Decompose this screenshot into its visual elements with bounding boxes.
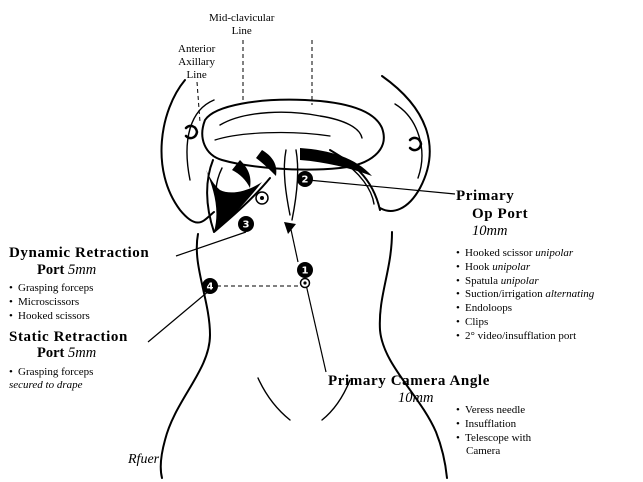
camera-arrow-line — [290, 225, 298, 262]
list-item: Telescope with — [456, 432, 531, 446]
dynamic-callout — [176, 232, 246, 256]
dynamic-retraction-list: Grasping forceps Microscissors Hooked sc… — [9, 282, 93, 323]
camera-arrow-head — [284, 222, 296, 234]
anterior-axillary-label: Anterior Axillary Line — [178, 43, 215, 83]
list-item: Endoloops — [456, 302, 594, 316]
static-retraction-note: secured to drape — [9, 379, 83, 392]
artist-signature: Rfuer — [128, 452, 159, 469]
list-item: Spatula unipolar — [456, 275, 594, 289]
op-port-callout — [308, 180, 455, 194]
primary-op-port-size: 10mm — [472, 223, 507, 240]
primary-camera-continuation: Camera — [466, 445, 500, 458]
dynamic-retraction-title: Dynamic Retraction — [9, 244, 149, 262]
list-item: Clips — [456, 316, 594, 330]
anterior-axillary-line — [197, 82, 200, 122]
mid-clavicular-label: Mid-clavicular Line — [209, 12, 274, 38]
static-callout — [148, 290, 210, 342]
list-item: Suction/irrigation alternating — [456, 288, 594, 302]
primary-camera-list: Veress needle Insufflation Telescope wit… — [456, 404, 531, 445]
left-arm-outline — [161, 80, 214, 223]
list-item: Grasping forceps — [9, 366, 93, 380]
list-item: Hooked scissor unipolar — [456, 247, 594, 261]
port-4-number: 4 — [207, 282, 214, 293]
list-item: Grasping forceps — [9, 282, 93, 296]
dynamic-retraction-port: Port 5mm — [37, 262, 96, 279]
list-item: Microscissors — [9, 296, 93, 310]
chest-opening — [202, 100, 383, 170]
static-retraction-port: Port 5mm — [37, 345, 96, 362]
static-retraction-list: Grasping forceps — [9, 366, 93, 380]
primary-op-port-title: Primary Op Port — [456, 187, 528, 223]
right-torso-outline — [380, 232, 447, 478]
shaded-ribs — [206, 148, 372, 232]
primary-camera-title: Primary Camera Angle — [328, 372, 490, 390]
primary-camera-size: 10mm — [398, 390, 433, 407]
list-item: 2° video/insufflation port — [456, 330, 594, 344]
port-2-number: 2 — [302, 175, 309, 186]
primary-op-port-list: Hooked scissor unipolar Hook unipolar Sp… — [456, 247, 594, 344]
list-item: Hooked scissors — [9, 310, 93, 324]
list-item: Insufflation — [456, 418, 531, 432]
port-3-number: 3 — [243, 220, 250, 231]
static-retraction-title: Static Retraction — [9, 328, 128, 346]
list-item: Hook unipolar — [456, 261, 594, 275]
list-item: Veress needle — [456, 404, 531, 418]
left-torso-outline — [161, 234, 210, 478]
camera-callout — [305, 280, 326, 372]
port-1-number: 1 — [302, 266, 309, 277]
